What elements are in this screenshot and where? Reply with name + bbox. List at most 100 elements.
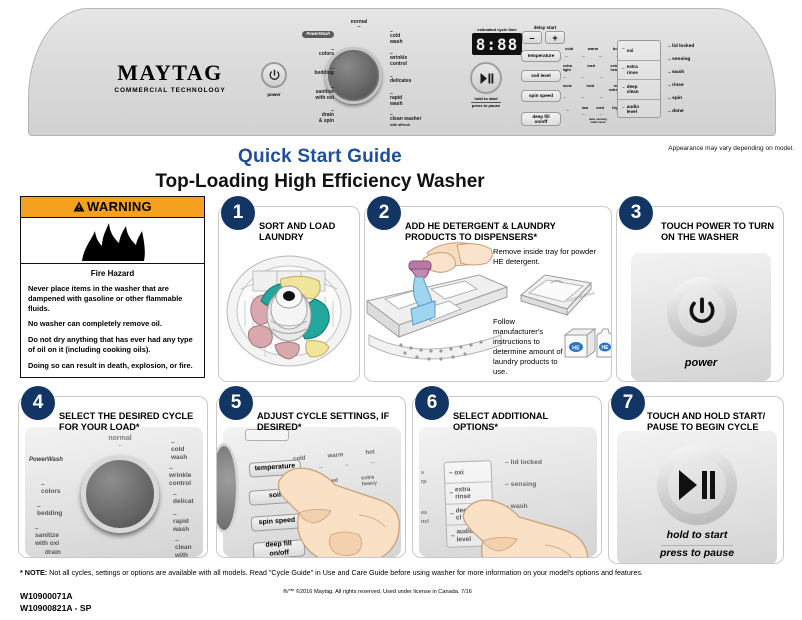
hand-pressing-button-icon	[277, 467, 400, 557]
detergent-tray-icon: LIQUID DETERGENT	[519, 274, 595, 317]
step-6-status-lid-locked: – lid locked	[505, 459, 543, 466]
step-4-dial-label-cold-wash: –cold wash	[171, 439, 188, 461]
step-3-power-button[interactable]	[667, 277, 737, 347]
warning-header: WARNING	[21, 197, 204, 218]
press-to-pause-text: press to pause	[471, 102, 501, 108]
cycle-time-display: 8:88	[472, 33, 522, 55]
hand-pouring-detergent-icon	[365, 242, 509, 361]
flame-icon	[81, 222, 145, 261]
status-lid-locked: – lid locked	[668, 43, 695, 50]
panel-option-deep-clean[interactable]: –deep clean	[618, 80, 660, 100]
power-icon	[689, 297, 715, 323]
step-5-heading: ADJUST CYCLE SETTINGS, IF DESIRED*	[257, 411, 390, 433]
cycle-label-bedding: –bedding	[314, 66, 334, 76]
step-4-badge: 4	[21, 386, 55, 420]
power-icon	[269, 69, 279, 80]
maytag-logo: MAYTAG COMMERCIAL TECHNOLOGY	[95, 62, 245, 95]
panel-option-oxi[interactable]: –oxi	[618, 41, 660, 61]
he-detergent-products-icon: HE HE	[563, 328, 611, 358]
step-3-heading: TOUCH POWER TO TURN ON THE WASHER	[661, 221, 774, 243]
step-card-3: power TOUCH POWER TO TURN ON THE WASHER …	[616, 196, 784, 382]
step-6-heading: SELECT ADDITIONAL OPTIONS*	[453, 411, 548, 433]
deep-fill-values: lowmedhigh	[582, 106, 620, 110]
play-pause-icon	[679, 470, 715, 500]
appearance-disclaimer: Appearance may vary depending on model.	[668, 145, 794, 152]
step-6-status-sensing: – sensing	[505, 481, 537, 488]
step-card-2: Remove inside tray for powder HE deterge…	[364, 196, 612, 382]
step-4-dial-label-rapid-wash: –rapid wash	[173, 511, 190, 533]
document-numbers: W10900071A W10900821A - SP	[20, 590, 91, 615]
step-4-dial-label-powerwash: PowerWash	[29, 457, 63, 463]
warning-body: Fire Hazard Never place items in the was…	[21, 264, 204, 380]
step-card-1: SORT AND LOAD LAUNDRY 1	[218, 196, 360, 382]
step-2-text-2: Follow manufacturer's instructions to de…	[493, 317, 563, 377]
soil-level-leds: ––––	[563, 75, 621, 81]
panel-option-audio-level[interactable]: –audio level	[622, 103, 640, 115]
doc-number-sp: W10900821A - SP	[20, 603, 92, 614]
panel-soil-level-button[interactable]: soil level	[521, 70, 561, 82]
warning-triangle-icon	[73, 201, 85, 212]
cycle-label-powerwash: PowerWash	[286, 31, 334, 38]
panel-temperature-button[interactable]: temperature	[521, 50, 561, 62]
control-panel-illustration: MAYTAG COMMERCIAL TECHNOLOGY power norma…	[0, 0, 802, 140]
step-1-illustration	[219, 207, 359, 381]
step-4-dial-label-normal: normal–	[108, 435, 132, 449]
footnote-label: * NOTE:	[20, 568, 48, 577]
page-title: Quick Start Guide	[238, 146, 402, 167]
warning-text-1: Never place items in the washer that are…	[28, 284, 183, 313]
cycle-label-colors: –colors	[318, 47, 334, 57]
step-2-text-1: Remove inside tray for powder HE deterge…	[493, 247, 596, 266]
step-3-box: power TOUCH POWER TO TURN ON THE WASHER	[616, 206, 784, 382]
step-4-heading: SELECT THE DESIRED CYCLE FOR YOUR LOAD*	[59, 411, 194, 433]
delay-start-label: delay start	[533, 25, 557, 30]
panel-status-leds: – lid locked – sensing – wash – rinse – …	[668, 40, 694, 118]
step-1-box: SORT AND LOAD LAUNDRY	[218, 206, 360, 382]
warning-hazard-title: Fire Hazard	[90, 269, 135, 278]
washer-drum-with-laundry-icon	[226, 255, 352, 367]
cycle-label-normal: normal–	[350, 19, 368, 30]
status-done: – done	[668, 108, 684, 115]
deep-fill-sublabel: auto sensing water level	[589, 117, 607, 125]
step-5-badge: 5	[219, 386, 253, 420]
panel-power-button[interactable]	[261, 62, 287, 88]
step-2-box: Remove inside tray for powder HE deterge…	[364, 206, 612, 382]
spin-speed-values: nonemedmaxextract	[563, 84, 621, 93]
cycle-label-drain-spin: –drain& spin	[318, 108, 334, 124]
step-4-dial-label-sanitize: –sanitize with oxi	[35, 525, 60, 547]
panel-deep-fill-button[interactable]: deep fill on/off	[521, 112, 561, 126]
step-2-badge: 2	[367, 196, 401, 230]
step-7-start-pause-button[interactable]	[657, 445, 737, 525]
step-7-heading: TOUCH AND HOLD START/ PAUSE TO BEGIN CYC…	[647, 411, 766, 433]
step-4-dial-label-drain: drain	[45, 549, 61, 556]
step-6-option-oxi[interactable]: – oxi	[444, 461, 492, 484]
panel-cycle-dial[interactable]	[325, 47, 382, 104]
panel-spin-speed-button[interactable]: spin speed	[521, 90, 561, 102]
panel-option-extra-rinse[interactable]: –extra rinse	[618, 61, 660, 80]
temperature-values: cold warm hot	[565, 46, 619, 51]
step-3-illustration: power	[617, 207, 783, 381]
step-7-press-to-pause-caption: press to pause	[659, 547, 735, 559]
svg-text:HE: HE	[602, 345, 610, 351]
step-4-cycle-dial[interactable]	[81, 455, 159, 533]
status-rinse: – rinse	[668, 82, 684, 89]
status-sensing: – sensing	[668, 56, 691, 63]
delay-start-plus-button[interactable]: +	[545, 31, 565, 44]
panel-power-label: power	[267, 92, 281, 97]
footnote: * NOTE: Not all cycles, settings or opti…	[20, 568, 792, 577]
step-5-delay-buttons[interactable]	[245, 429, 289, 441]
delay-start-minus-button[interactable]: –	[522, 31, 542, 44]
panel-start-pause-button[interactable]	[470, 62, 502, 94]
deep-fill-led: –	[566, 108, 569, 114]
step-card-4: normal– PowerWash –colors –bedding –sani…	[18, 386, 208, 558]
